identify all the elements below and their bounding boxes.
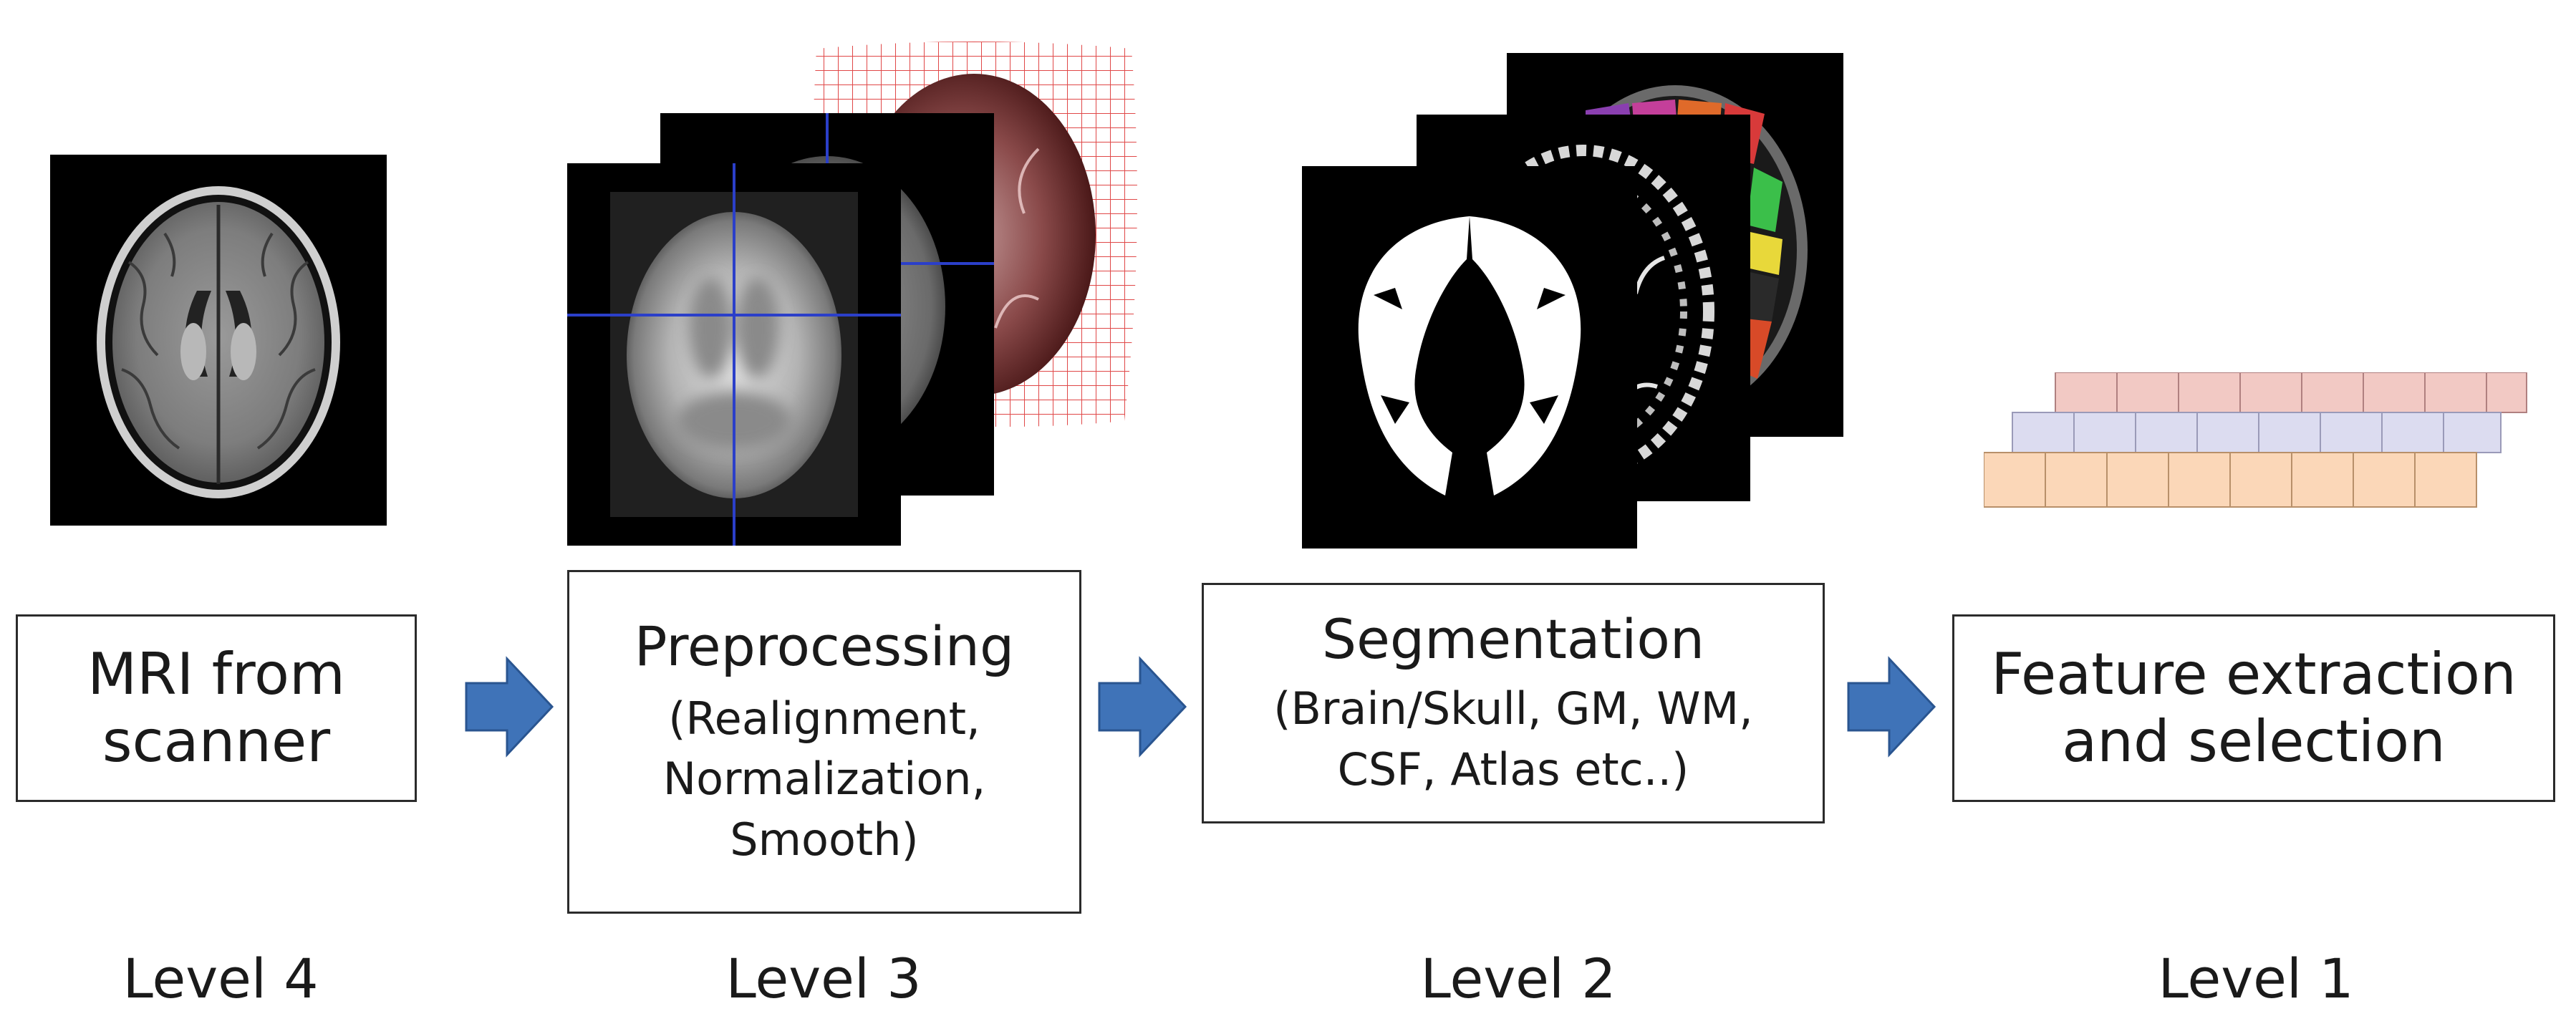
level-label: Level 4 — [122, 947, 319, 1010]
smoothing-image — [567, 163, 901, 546]
level-label: Level 1 — [2158, 947, 2354, 1010]
feature-vector-stack — [1984, 372, 2527, 508]
white-matter-image — [1302, 166, 1637, 549]
arrow-right-icon — [1847, 656, 1936, 758]
stage-title-line: and selection — [2062, 708, 2446, 775]
stage-box-mri: MRI from scanner — [16, 614, 417, 802]
stage-title: Preprocessing — [634, 614, 1015, 678]
stage-box-segmentation: Segmentation (Brain/Skull, GM, WM, CSF, … — [1202, 583, 1825, 823]
stage-box-preprocessing: Preprocessing (Realignment, Normalizatio… — [567, 570, 1081, 914]
stage-detail-line: Smooth) — [730, 813, 919, 866]
stage-box-feature-extraction: Feature extraction and selection — [1952, 614, 2555, 802]
stage-detail-line: (Realignment, — [668, 692, 980, 745]
stage-detail-line: Normalization, — [662, 753, 986, 806]
stage-title-line: scanner — [102, 708, 331, 775]
stage-title: Segmentation — [1321, 607, 1705, 672]
stage-detail-line: CSF, Atlas etc..) — [1337, 743, 1689, 796]
arrow-right-icon — [465, 656, 554, 758]
stage-detail-line: (Brain/Skull, GM, WM, — [1273, 682, 1753, 735]
stage-title-line: MRI from — [87, 640, 345, 707]
arrow-right-icon — [1098, 656, 1187, 758]
mri-scan-image — [50, 155, 387, 526]
stage-title-line: Feature extraction — [1991, 640, 2517, 707]
level-label: Level 3 — [725, 947, 922, 1010]
level-label: Level 2 — [1420, 947, 1616, 1010]
